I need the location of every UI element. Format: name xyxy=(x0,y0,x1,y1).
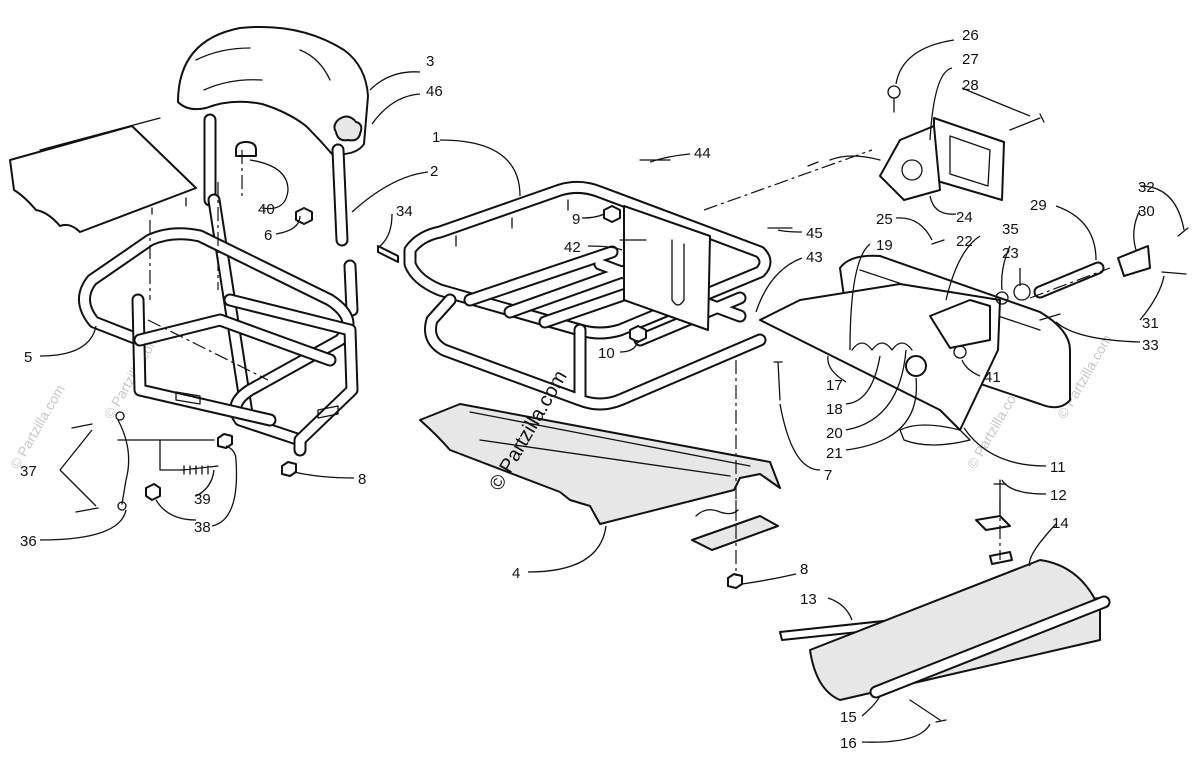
callout-8-left: 8 xyxy=(358,471,366,488)
callout-24: 24 xyxy=(956,209,973,226)
callout-6: 6 xyxy=(264,227,272,244)
callout-8-center: 8 xyxy=(800,561,808,578)
watermark-faded-left: © Partzilla.com xyxy=(7,382,68,472)
callout-3: 3 xyxy=(426,53,434,70)
callout-44: 44 xyxy=(694,145,711,162)
leader-lines xyxy=(39,39,1185,743)
callout-46: 46 xyxy=(426,83,443,100)
callout-10: 10 xyxy=(598,345,615,362)
mud-flap xyxy=(779,479,1111,723)
callout-1: 1 xyxy=(432,129,440,146)
callout-40: 40 xyxy=(258,201,275,218)
rack-base-plate xyxy=(419,403,781,589)
taillight xyxy=(807,85,1045,201)
callout-14: 14 xyxy=(1052,515,1069,532)
callout-33: 33 xyxy=(1142,337,1159,354)
callout-43: 43 xyxy=(806,249,823,266)
callout-32: 32 xyxy=(1138,179,1155,196)
callout-23: 23 xyxy=(1002,245,1019,262)
callout-11: 11 xyxy=(1050,459,1066,476)
callout-7: 7 xyxy=(824,467,832,484)
callout-29: 29 xyxy=(1030,197,1047,214)
callout-35: 35 xyxy=(1002,221,1019,238)
callout-42: 42 xyxy=(564,239,581,256)
callout-18: 18 xyxy=(826,401,843,418)
callout-labels: 3 46 1 2 40 6 34 5 37 36 39 38 8 9 42 10… xyxy=(20,27,1159,752)
callout-28: 28 xyxy=(962,77,979,94)
rack xyxy=(403,159,793,411)
seat-tray-panel xyxy=(9,117,197,233)
callout-16: 16 xyxy=(840,735,857,752)
callout-39: 39 xyxy=(194,491,211,508)
callout-37: 37 xyxy=(20,463,37,480)
callout-41: 41 xyxy=(984,369,1001,386)
callout-22: 22 xyxy=(956,233,973,250)
callout-13: 13 xyxy=(800,591,817,608)
backrest-hardware xyxy=(71,141,399,513)
callout-9: 9 xyxy=(572,211,580,228)
callout-34: 34 xyxy=(396,203,413,220)
callout-30: 30 xyxy=(1138,203,1155,220)
callout-12: 12 xyxy=(1050,487,1067,504)
callout-19: 19 xyxy=(876,237,893,254)
callout-5: 5 xyxy=(24,349,32,366)
watermark-faded-left2: © Partzilla.com xyxy=(101,332,162,422)
backrest-frame xyxy=(78,113,359,457)
callout-15: 15 xyxy=(840,709,857,726)
callout-25: 25 xyxy=(876,211,893,228)
callout-17: 17 xyxy=(826,377,843,394)
callout-31: 31 xyxy=(1142,315,1159,332)
callout-27: 27 xyxy=(962,51,979,68)
backrest-pad xyxy=(177,25,369,156)
callout-38: 38 xyxy=(194,519,211,536)
callout-2: 2 xyxy=(430,163,438,180)
callout-20: 20 xyxy=(826,425,843,442)
hitch-plate xyxy=(759,227,1189,446)
callout-4: 4 xyxy=(512,565,520,582)
callout-36: 36 xyxy=(20,533,37,550)
callout-21: 21 xyxy=(826,445,843,462)
callout-26: 26 xyxy=(962,27,979,44)
callout-45: 45 xyxy=(806,225,823,242)
alignment-lines xyxy=(147,149,1111,576)
